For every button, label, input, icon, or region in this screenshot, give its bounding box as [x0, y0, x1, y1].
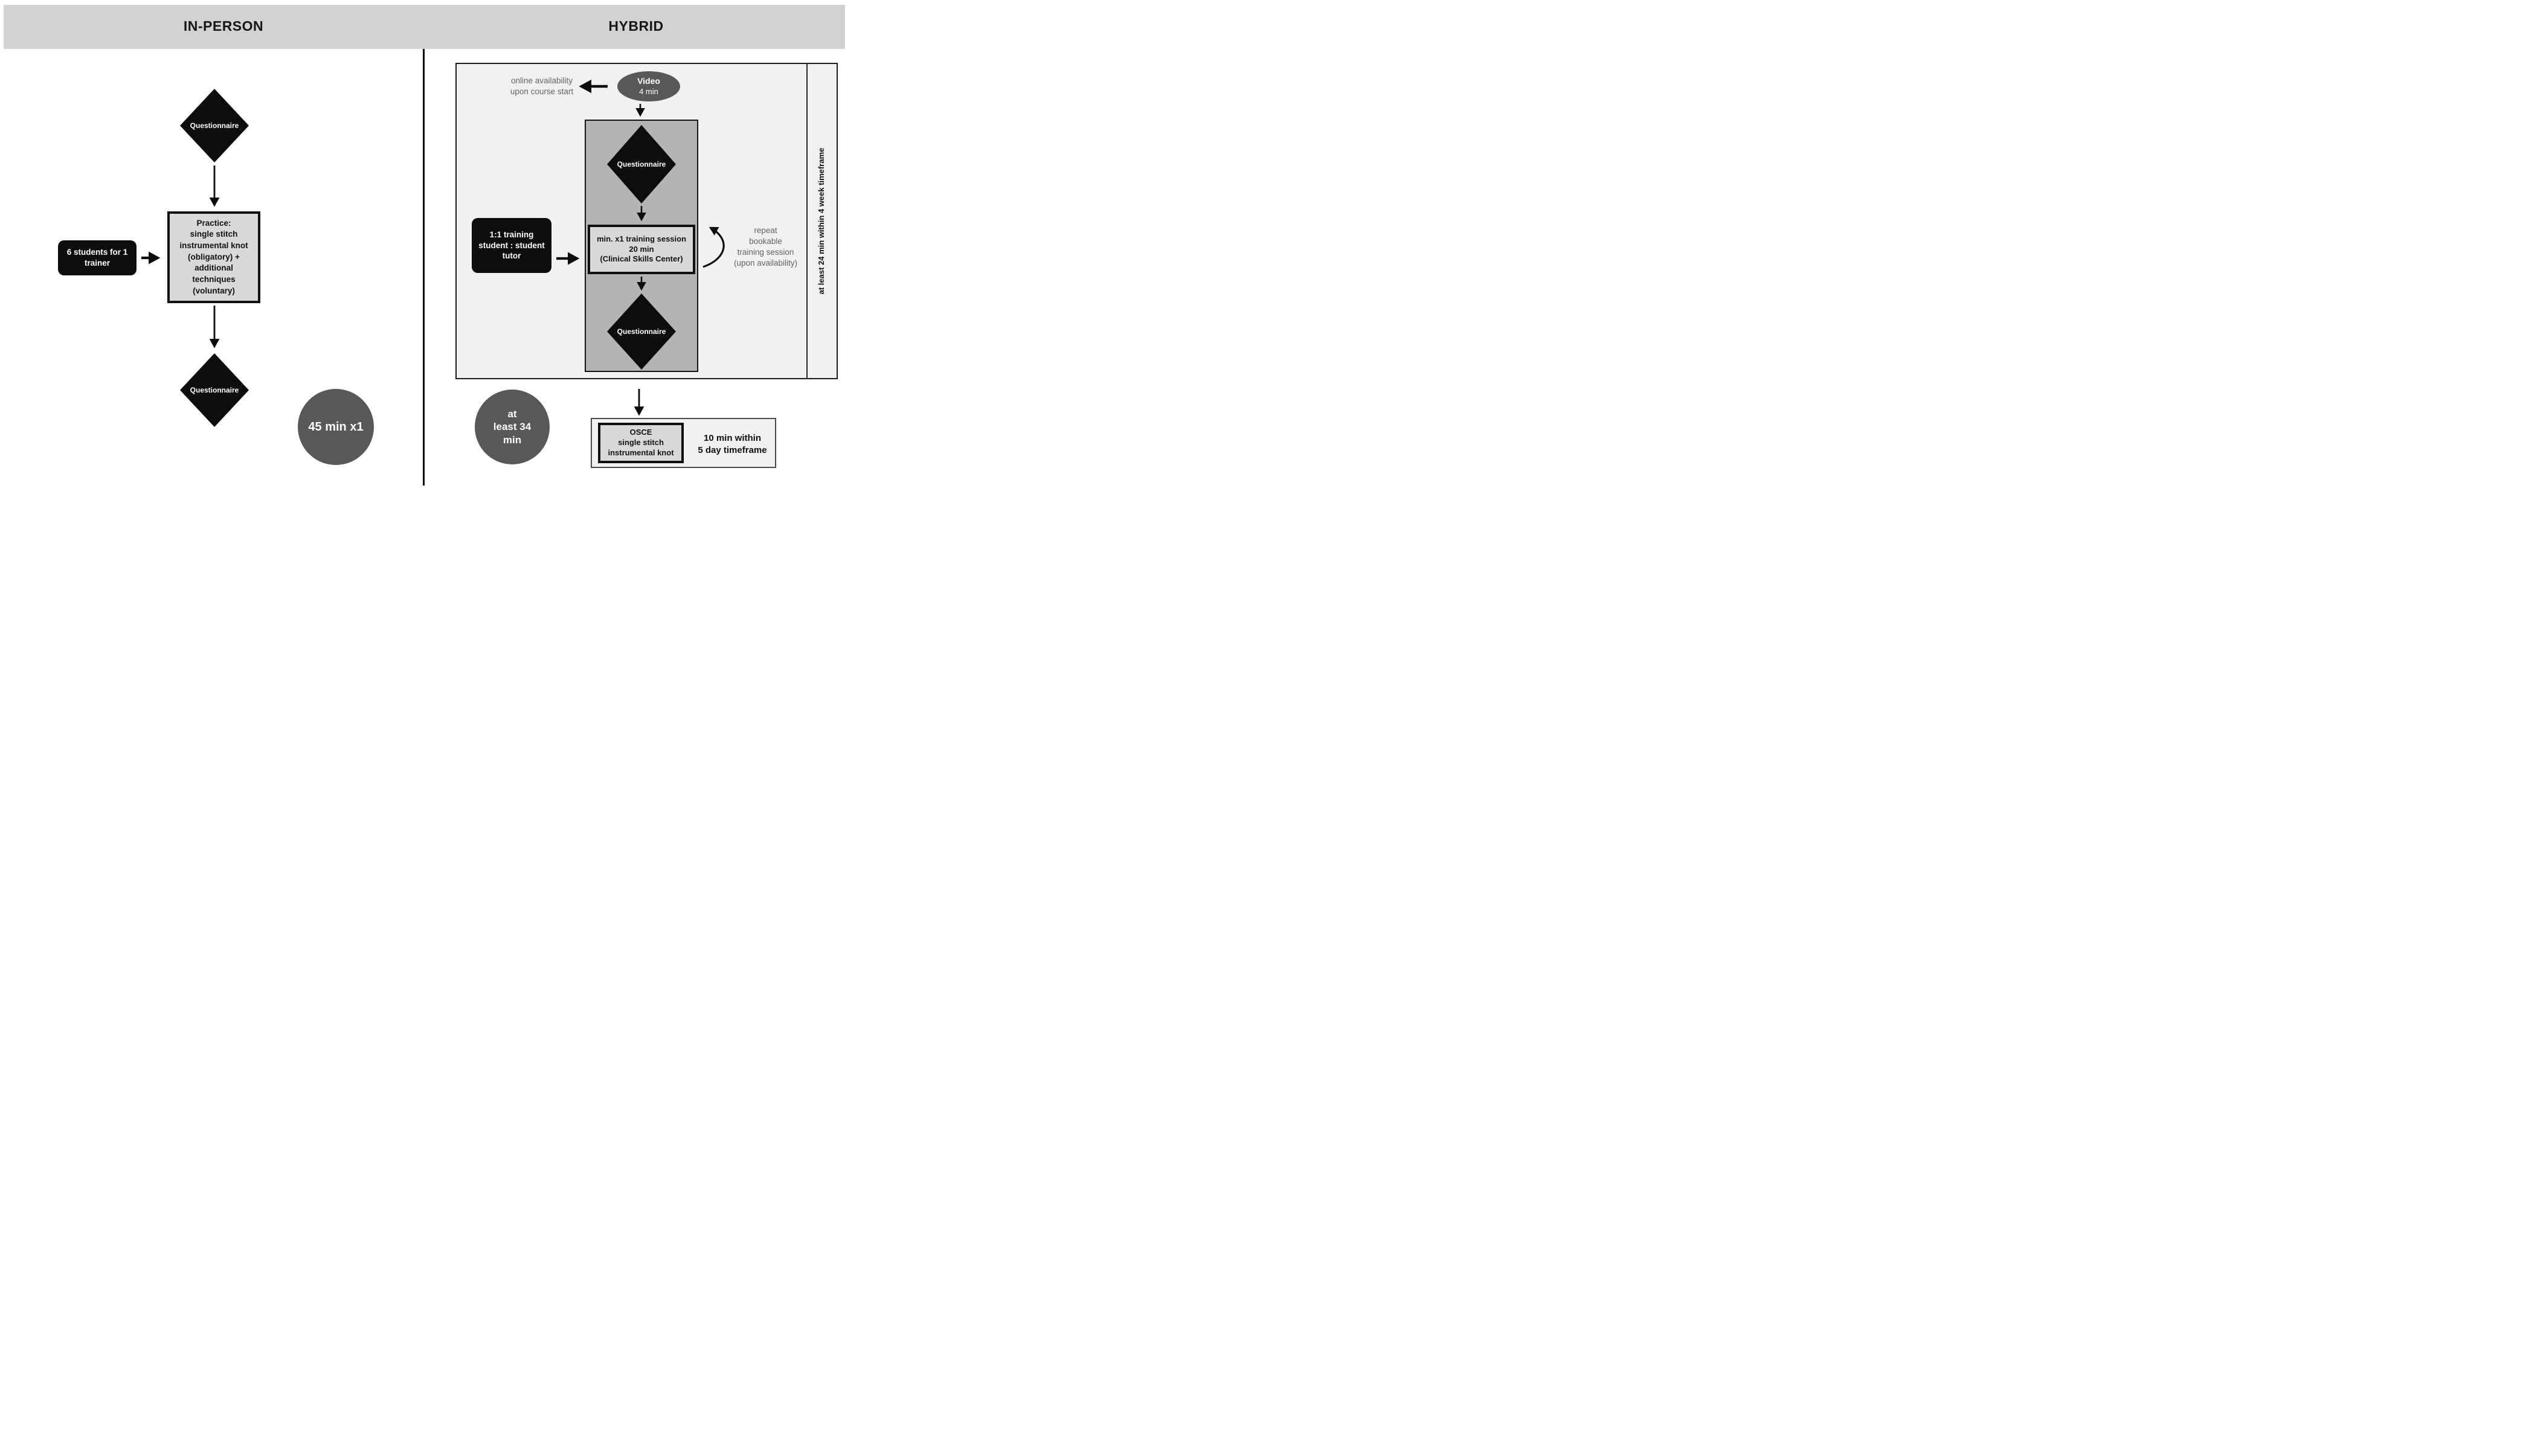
questionnaire-label: Questionnaire [617, 160, 666, 168]
practice-line: single stitch [190, 229, 238, 239]
practice-line: Practice: [196, 218, 231, 228]
tutor-ratio-line: 1:1 training [489, 229, 534, 239]
video-duration: 4 min [639, 86, 658, 96]
questionnaire-label: Questionnaire [190, 121, 239, 130]
hybrid-duration-line: at [507, 408, 517, 420]
students-ratio-line: 6 students for 1 [66, 248, 128, 257]
repeat-session-line: (upon availability) [733, 258, 798, 268]
practice-line: instrumental knot [179, 241, 248, 251]
tutor-ratio-box: 1:1 training student : student tutor [472, 218, 551, 273]
repeat-session-note: repeat bookable training session (upon a… [728, 225, 803, 269]
training-session-line: (Clinical Skills Center) [600, 254, 683, 264]
osce-line: single stitch [618, 438, 664, 447]
training-session-box: min. x1 training session 20 min (Clinica… [588, 225, 695, 274]
hybrid-title: HYBRID [608, 18, 664, 34]
questionnaire-label: Questionnaire [190, 386, 239, 394]
online-availability-line: online availability [510, 76, 573, 85]
questionnaire-diamond-inperson-bottom: Questionnaire [180, 353, 249, 427]
flowchart-canvas: IN-PERSON HYBRID Questionnaire 6 student… [0, 0, 849, 486]
video-ellipse: Video 4 min [617, 71, 680, 101]
hybrid-duration-line: least 34 [493, 421, 532, 433]
questionnaire-label: Questionnaire [617, 327, 666, 336]
tutor-ratio-line: student : student [478, 240, 545, 250]
tutor-ratio-line: tutor [502, 251, 521, 261]
online-availability-line: upon course start [510, 86, 574, 96]
osce-duration-line: 5 day timeframe [698, 445, 767, 456]
header-bar [4, 5, 845, 49]
inperson-duration-label: 45 min x1 [308, 420, 364, 434]
column-divider [423, 49, 425, 486]
osce-line: OSCE [629, 428, 652, 437]
inperson-duration-circle: 45 min x1 [298, 389, 374, 465]
hybrid-duration-line: min [503, 434, 522, 446]
hybrid-duration-circle: at least 34 min [475, 390, 550, 464]
practice-line: techniques [192, 274, 236, 284]
timeframe-vertical-label: at least 24 min within 4 week timeframe [817, 147, 826, 295]
practice-box: Practice: single stitch instrumental kno… [167, 211, 260, 303]
training-session-line: min. x1 training session [596, 234, 687, 243]
practice-line: (obligatory) + [188, 252, 240, 261]
online-availability-note: online availability upon course start [493, 75, 590, 97]
repeat-session-line: bookable [749, 236, 782, 246]
osce-duration-line: 10 min within [703, 433, 761, 443]
timeframe-strip-divider [806, 64, 808, 378]
osce-line: instrumental knot [608, 447, 674, 457]
students-ratio-box: 6 students for 1 trainer [58, 240, 137, 275]
training-session-line: 20 min [629, 244, 654, 254]
questionnaire-diamond-inperson-top: Questionnaire [180, 89, 249, 162]
osce-duration-note: 10 min within 5 day timeframe [689, 432, 776, 457]
students-ratio-line: trainer [84, 258, 111, 268]
video-title: Video [637, 76, 660, 86]
repeat-session-line: training session [737, 247, 794, 257]
in-person-title: IN-PERSON [183, 18, 264, 34]
repeat-session-line: repeat [754, 226, 777, 235]
practice-line: additional [194, 263, 233, 273]
osce-box: OSCE single stitch instrumental knot [598, 423, 684, 463]
practice-line: (voluntary) [193, 286, 235, 295]
